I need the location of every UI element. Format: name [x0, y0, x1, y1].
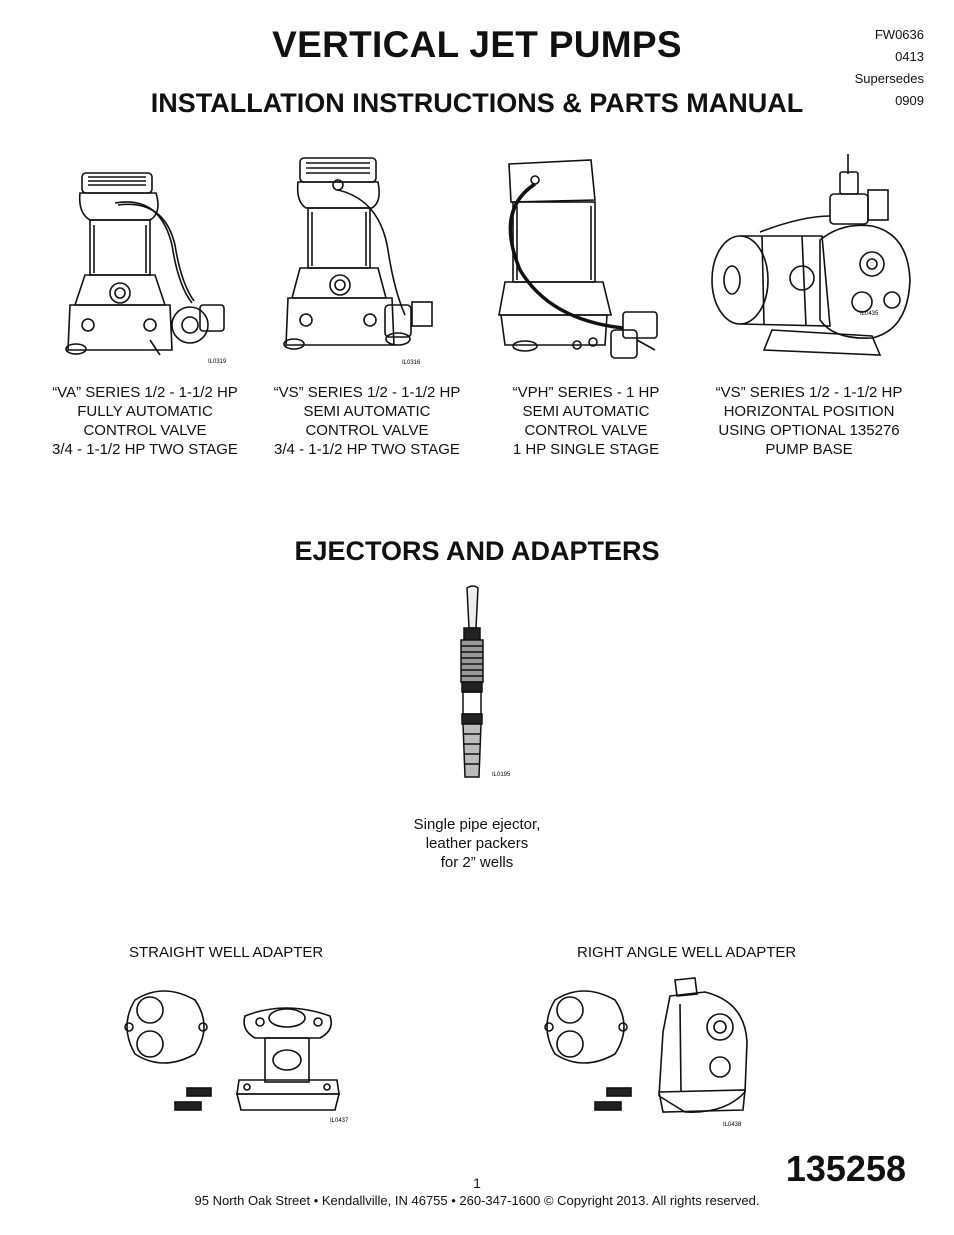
vs-series-pump-illustration: IL0316 — [283, 157, 433, 365]
document-title: VERTICAL JET PUMPS — [272, 24, 682, 65]
supersedes-code: 0909 — [895, 93, 924, 108]
il-code-label: IL0319 — [208, 359, 227, 365]
il-code-label: IL0438 — [723, 1122, 742, 1128]
il-code-label: IL0435 — [860, 311, 879, 317]
right-angle-well-adapter-label: RIGHT ANGLE WELL ADAPTER — [577, 944, 797, 961]
ejectors-heading: EJECTORS AND ADAPTERS — [294, 536, 660, 566]
single-pipe-ejector-illustration: IL0195 — [460, 585, 511, 778]
vs-horizontal-pump-illustration: IL0435 — [711, 154, 911, 356]
company-address: 95 North Oak Street • Kendallville, IN 4… — [194, 1193, 760, 1208]
pump-caption-va: “VA” SERIES 1/2 - 1-1/2 HP FULLY AUTOMAT… — [52, 384, 238, 458]
right-angle-well-adapter-illustration: IL0438 — [544, 977, 748, 1128]
pump-caption-vph: “VPH” SERIES - 1 HP SEMI AUTOMATIC CONTR… — [512, 384, 660, 458]
page-number: 1 — [473, 1175, 481, 1191]
il-code-label: IL0316 — [402, 360, 421, 365]
straight-well-adapter-label: STRAIGHT WELL ADAPTER — [129, 944, 324, 961]
document-subtitle: INSTALLATION INSTRUCTIONS & PARTS MANUAL — [150, 88, 804, 118]
part-number: 135258 — [785, 1148, 906, 1189]
pump-caption-vs-horizontal: “VS” SERIES 1/2 - 1-1/2 HP HORIZONTAL PO… — [715, 384, 903, 458]
il-code-label: IL0437 — [330, 1118, 349, 1124]
form-number: FW0636 — [874, 27, 924, 42]
va-series-pump-illustration: IL0319 — [65, 172, 227, 365]
il-code-label: IL0195 — [492, 772, 511, 778]
straight-well-adapter-illustration: IL0437 — [124, 990, 349, 1124]
ejector-caption: Single pipe ejector, leather packers for… — [413, 816, 541, 871]
form-metadata: FW0636 0413 Supersedes 0909 — [855, 24, 924, 112]
date-code: 0413 — [895, 49, 924, 64]
vph-series-pump-illustration — [498, 159, 658, 359]
pump-caption-vs: “VS” SERIES 1/2 - 1-1/2 HP SEMI AUTOMATI… — [273, 384, 461, 458]
supersedes-label: Supersedes — [854, 71, 924, 86]
